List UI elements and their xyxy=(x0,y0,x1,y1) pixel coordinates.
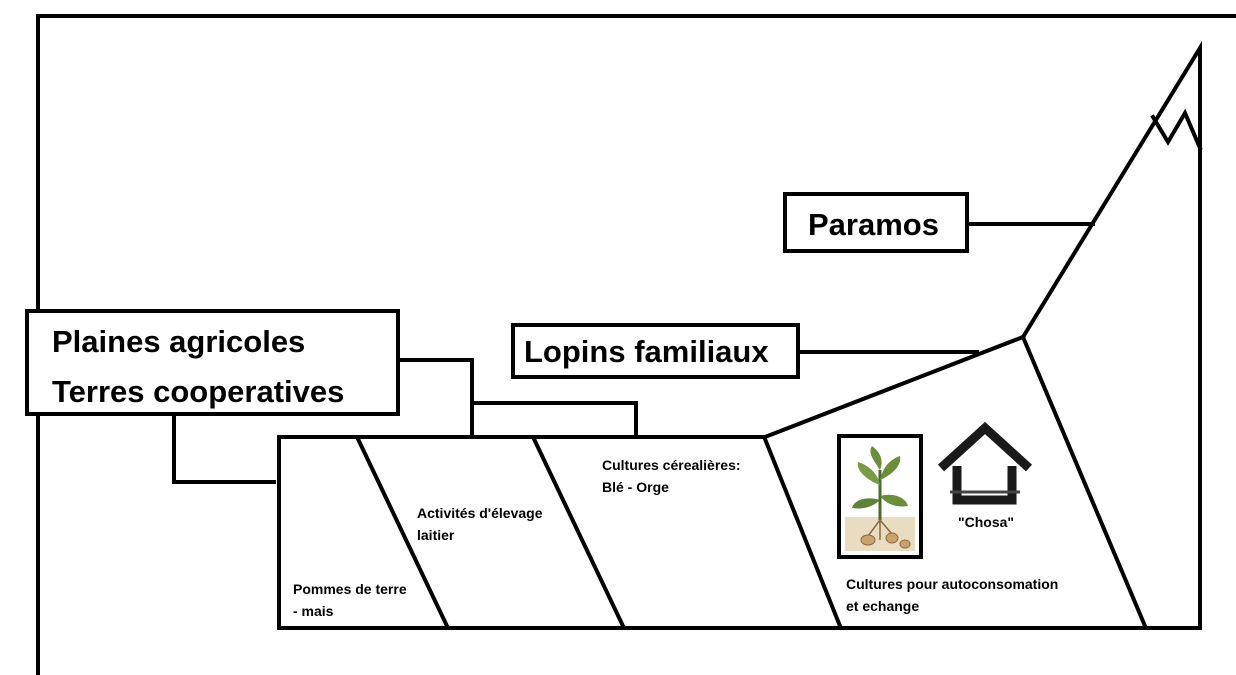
zone-auto-line1: Cultures pour autoconsomation xyxy=(846,576,1058,592)
plaines-label-line2: Terres cooperatives xyxy=(52,374,344,409)
zone-auto-line2: et echange xyxy=(846,598,919,614)
house-icon xyxy=(937,421,1033,505)
zone-elevage-line2: laitier xyxy=(417,527,455,543)
plaines-bracket-2 xyxy=(470,401,638,439)
zone-divider-4 xyxy=(1020,334,1148,629)
plaines-connector xyxy=(172,413,276,484)
zone-divider-1 xyxy=(355,436,450,629)
chosa-label: "Chosa" xyxy=(958,514,1014,530)
zone-cereales-line1: Cultures cérealières: xyxy=(602,457,741,473)
lopins-label-box xyxy=(511,323,800,379)
paramos-label: Paramos xyxy=(808,207,939,242)
paramos-label-box xyxy=(783,192,969,253)
lopins-label: Lopins familiaux xyxy=(524,334,769,369)
zone-divider-3 xyxy=(762,436,843,629)
zone-cereales-line2: Blé - Orge xyxy=(602,479,669,495)
zone-divider-2 xyxy=(531,436,626,629)
plaines-label-box xyxy=(25,309,400,416)
plaines-bracket xyxy=(397,358,474,439)
peak-zigzag xyxy=(1150,108,1203,151)
plaines-label-line1: Plaines agricoles xyxy=(52,324,305,359)
zone-pommes-line2: - mais xyxy=(293,603,334,619)
frame-border xyxy=(36,14,1236,675)
zone-pommes-line1: Pommes de terre xyxy=(293,581,407,597)
zone-elevage-line1: Activités d'élevage xyxy=(417,505,543,521)
potato-plant-icon xyxy=(837,434,923,559)
